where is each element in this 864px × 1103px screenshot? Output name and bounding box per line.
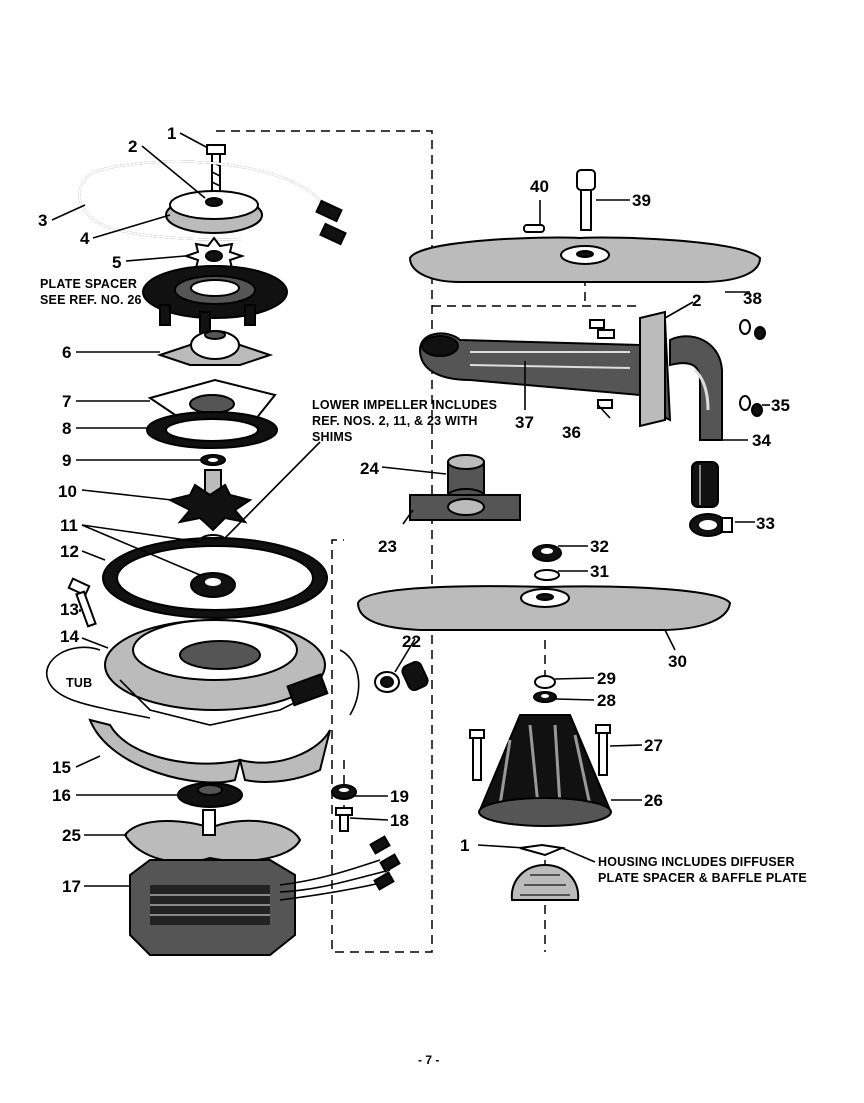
callout-16: 16 bbox=[52, 786, 71, 805]
part-23-impeller-plate bbox=[409, 494, 521, 521]
callout-19: 19 bbox=[390, 787, 409, 806]
part-39-pin bbox=[576, 169, 596, 231]
callout-15: 15 bbox=[52, 758, 71, 777]
part-22-clamp bbox=[374, 660, 429, 693]
part-17-motor bbox=[129, 835, 401, 956]
part-16-coupling bbox=[177, 782, 243, 808]
part-3-heating-element bbox=[78, 160, 347, 246]
part-34-elbow-pipe bbox=[669, 335, 723, 441]
part-32-nut bbox=[532, 544, 562, 562]
callout-22: 22 bbox=[402, 632, 421, 651]
note-tub: TUB bbox=[66, 676, 92, 690]
callout-36: 36 bbox=[562, 423, 581, 442]
callout-24: 24 bbox=[360, 459, 379, 478]
svg-text:PLATE SPACER: PLATE SPACER bbox=[40, 277, 137, 291]
callout-6: 6 bbox=[62, 343, 71, 362]
svg-text:HOUSING INCLUDES DIFFUSER: HOUSING INCLUDES DIFFUSER bbox=[598, 855, 795, 869]
callout-12: 12 bbox=[60, 542, 79, 561]
callout-39: 39 bbox=[632, 191, 651, 210]
svg-text:LOWER IMPELLER INCLUDES: LOWER IMPELLER INCLUDES bbox=[312, 398, 497, 412]
callout-26: 26 bbox=[644, 791, 663, 810]
callout-25: 25 bbox=[62, 826, 81, 845]
note-lower-impeller: LOWER IMPELLER INCLUDES REF. NOS. 2, 11,… bbox=[312, 398, 497, 444]
part-33-clamp bbox=[689, 513, 733, 537]
part-25-motor-mount bbox=[123, 809, 302, 864]
part-14-pump-housing bbox=[104, 619, 329, 726]
callout-33: 33 bbox=[756, 514, 775, 533]
part-38-upper-spray-arm bbox=[408, 236, 762, 283]
callout-32: 32 bbox=[590, 537, 609, 556]
part-9-washer bbox=[200, 454, 226, 466]
callout-9: 9 bbox=[62, 451, 71, 470]
callout-numbers: 1 2 3 4 5 6 7 8 9 10 11 12 13 14 15 16 2… bbox=[38, 124, 790, 896]
page-number: - 7 - bbox=[418, 1053, 439, 1067]
leader-lines bbox=[51, 132, 770, 887]
coupling-sleeve bbox=[691, 461, 719, 508]
svg-text:REF. NOS. 2, 11, & 23 WITH: REF. NOS. 2, 11, & 23 WITH bbox=[312, 414, 478, 428]
svg-text:SEE REF. NO. 26: SEE REF. NO. 26 bbox=[40, 293, 142, 307]
callout-1-right: 1 bbox=[460, 836, 469, 855]
part-37-manifold bbox=[418, 317, 672, 422]
part-4-disk bbox=[165, 190, 263, 234]
part-12-ring-gasket bbox=[102, 537, 328, 619]
callout-14: 14 bbox=[60, 627, 79, 646]
part-29-nut bbox=[534, 675, 556, 689]
callout-13: 13 bbox=[60, 600, 79, 619]
svg-text:PLATE SPACER & BAFFLE PLATE: PLATE SPACER & BAFFLE PLATE bbox=[598, 871, 807, 885]
callout-4: 4 bbox=[80, 229, 90, 248]
callout-17: 17 bbox=[62, 877, 81, 896]
callout-28: 28 bbox=[597, 691, 616, 710]
part-15-seal bbox=[88, 718, 331, 784]
svg-text:SHIMS: SHIMS bbox=[312, 430, 353, 444]
note-plate-spacer: PLATE SPACER SEE REF. NO. 26 bbox=[40, 277, 142, 307]
part-13-screw bbox=[67, 577, 97, 628]
callout-2: 2 bbox=[128, 137, 137, 156]
callout-37: 37 bbox=[515, 413, 534, 432]
callout-40: 40 bbox=[530, 177, 549, 196]
part-18-screw bbox=[335, 807, 353, 832]
callout-27: 27 bbox=[644, 736, 663, 755]
callout-10: 10 bbox=[58, 482, 77, 501]
part-31-washer bbox=[534, 569, 560, 581]
screws-right bbox=[589, 319, 766, 417]
callout-34: 34 bbox=[752, 431, 771, 450]
callout-3: 3 bbox=[38, 211, 47, 230]
tub-outline bbox=[45, 646, 360, 719]
part-1-bolt bbox=[206, 144, 226, 193]
callout-1: 1 bbox=[167, 124, 176, 143]
part-1-small-impeller bbox=[519, 843, 566, 857]
callout-30: 30 bbox=[668, 652, 687, 671]
part-28-washer bbox=[533, 691, 557, 703]
part-19-grommet bbox=[331, 784, 357, 800]
part-6-hub bbox=[156, 330, 274, 366]
plate-spacer bbox=[142, 265, 288, 333]
callout-8: 8 bbox=[62, 419, 71, 438]
callout-7: 7 bbox=[62, 392, 71, 411]
callout-11: 11 bbox=[60, 516, 78, 535]
callout-38: 38 bbox=[743, 289, 762, 308]
callout-2-right: 2 bbox=[692, 291, 701, 310]
callout-29: 29 bbox=[597, 669, 616, 688]
part-8-gasket bbox=[146, 411, 278, 449]
callout-18: 18 bbox=[390, 811, 409, 830]
part-26-housing bbox=[478, 714, 612, 827]
part-27-screws bbox=[469, 724, 611, 781]
note-housing: HOUSING INCLUDES DIFFUSER PLATE SPACER &… bbox=[598, 855, 807, 885]
part-40-clip bbox=[523, 224, 545, 233]
filter-screen bbox=[510, 863, 580, 901]
callout-35: 35 bbox=[771, 396, 790, 415]
part-30-lower-spray-arm bbox=[356, 585, 732, 631]
part-10-impeller bbox=[167, 469, 253, 532]
part-2-bracket bbox=[639, 310, 666, 428]
callout-5: 5 bbox=[112, 253, 121, 272]
callout-23: 23 bbox=[378, 537, 397, 556]
callout-31: 31 bbox=[590, 562, 609, 581]
